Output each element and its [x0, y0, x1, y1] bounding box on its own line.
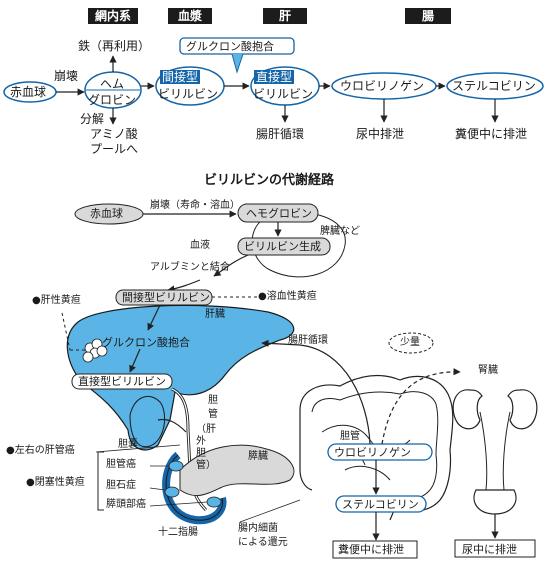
bottom-intestine-bile-label: 胆管 [340, 431, 360, 442]
bottom-hemolytic-label: ●溶血性黄疸 [258, 291, 317, 302]
urinary-bottom-node [454, 539, 536, 558]
top-glucuronide-label: グルクロン酸抱合 [186, 40, 274, 53]
obstruction-site-1 [168, 460, 184, 472]
top-amino-label-2: プールへ [90, 142, 139, 156]
urobilinogen-bottom-node [327, 443, 433, 461]
leader-cause-3 [149, 501, 208, 507]
bottom-bacteria-label-2: による還元 [238, 537, 288, 548]
bottom-cause-2: 胆石症 [106, 480, 136, 491]
bottom-bile-duct-label-1: 胆 [208, 395, 218, 406]
bile-duct-inner [171, 388, 207, 511]
bottom-hemoglobin-label: ヘモグロビン [246, 207, 312, 220]
bottom-small-amount-label: 少量 [400, 337, 420, 348]
bottom-diagram [61, 203, 538, 559]
colon-inner [311, 391, 439, 500]
top-direct-label-2: ビリルビン [253, 87, 314, 101]
colon-shape [299, 374, 454, 521]
top-decomposition-label: 分解 [80, 112, 105, 126]
bottom-hepatic-cancer-label: ●左右の肝管癌 [6, 445, 75, 456]
bottom-liver-label: 肝臓 [205, 309, 225, 320]
direct-bottom-node [71, 373, 173, 390]
kidney-right [507, 389, 538, 430]
gallbladder-shape [129, 395, 166, 448]
bottom-fecal-label: 糞便中に排泄 [338, 543, 404, 556]
top-urinary-label: 尿中排泄 [356, 127, 405, 141]
top-amino-label-1: アミノ酸 [90, 127, 138, 141]
leader-cause-2 [149, 487, 166, 491]
ureters [479, 411, 511, 491]
arrow-blood [213, 254, 249, 277]
top-indirect-label-1: 間接型 [160, 70, 201, 84]
bottom-spleen-label: 脾臓など [320, 226, 360, 237]
stercobilin-bottom-node [335, 495, 427, 513]
bili-gen-node [237, 237, 331, 256]
hepatocellular-leader [61, 312, 71, 351]
obstructive-bracket [97, 451, 104, 511]
stage-tag-reticuloendothelial: 網内系 [88, 8, 138, 24]
cystic-duct [157, 418, 187, 433]
top-iron-label: 鉄（再利用） [78, 39, 151, 53]
bottom-gallbladder-label: 胆嚢 [118, 439, 138, 450]
bottom-extrahepatic-label: （肝外胆管） [196, 424, 216, 471]
top-stercobilin-label: ステルコビリン [452, 79, 536, 93]
bottom-cause-1: 胆管癌 [106, 459, 136, 470]
bottom-rbc-label: 赤血球 [90, 207, 123, 220]
bottom-glucuronide-label: グルクロン酸抱合 [102, 336, 190, 349]
bottom-albumin-label: アルブミンと結合 [150, 262, 230, 273]
bottom-blood-label: 血液 [190, 240, 210, 251]
enterohepatic-loop [261, 339, 371, 445]
bottom-bili-gen-label: ビリルビン生成 [244, 240, 321, 253]
fecal-bottom-node [332, 540, 418, 559]
glucuronide-pointer [231, 53, 244, 74]
small-amount-bubble [388, 332, 434, 354]
bottom-pancreas-label: 膵臓 [248, 451, 268, 462]
stage-tag-plasma: 血漿 [168, 8, 212, 24]
bottom-bacteria-label-1: 腸内細菌 [238, 523, 278, 534]
stage-tag-intestine: 腸 [405, 8, 451, 24]
top-globin-label: グロビン [88, 93, 137, 107]
top-rbc-label: 赤血球 [10, 85, 47, 99]
arrow-glucuronide-direct [129, 348, 141, 373]
top-fecal-label: 糞便中に排泄 [455, 127, 528, 141]
top-urobilinogen-label: ウロビリノゲン [340, 79, 425, 93]
top-enterohepatic-label: 腸肝循環 [256, 127, 305, 141]
top-heme-label: ヘム [100, 77, 125, 91]
pancreas-shape [179, 444, 295, 497]
bottom-stercobilin-label: ステルコビリン [342, 498, 419, 511]
duodenum-outline [165, 454, 224, 521]
stage-tag-liver: 肝 [263, 8, 307, 24]
hepatocyte-cluster [82, 338, 108, 363]
kidney-left [452, 389, 483, 430]
bottom-enterohepatic-label: 腸肝循環 [288, 335, 328, 346]
bottom-urobilinogen-label: ウロビリノゲン [334, 446, 411, 459]
bottom-hepatocellular-label: ●肝性黄疸 [32, 295, 81, 306]
top-schematic [3, 37, 544, 125]
bottom-indirect-label: 間接型ビリルビン [122, 291, 210, 304]
bottom-bile-duct-label-2: 管 [208, 409, 218, 420]
obstruction-site-2 [164, 486, 180, 498]
bottom-title: ビリルビンの代謝経路 [204, 173, 335, 188]
arrow-indirect-liver [147, 304, 161, 331]
top-indirect-label-2: ビリルビン [158, 87, 219, 101]
obstruction-site-3 [206, 496, 222, 508]
bottom-cause-3: 膵頭部癌 [106, 499, 146, 510]
leader-hepatic-cancer [95, 444, 181, 453]
top-direct-label-1: 直接型 [254, 70, 295, 84]
bottom-duodenum-label: 十二指腸 [158, 527, 198, 538]
bottom-obstructive-label: ●閉塞性黄疸 [26, 477, 85, 488]
colon-left [299, 410, 313, 491]
top-hemolysis-label: 崩壊 [54, 69, 79, 83]
arrow-albumin [167, 279, 201, 293]
bladder [473, 489, 517, 515]
bacteria-leader [239, 499, 301, 523]
bottom-urinary-label: 尿中に排泄 [462, 543, 517, 556]
bottom-kidney-label: 腎臓 [478, 365, 498, 376]
bottom-hemolysis-label: 崩壊（寿命・溶血） [150, 200, 240, 211]
bottom-direct-label: 直接型ビリルビン [78, 375, 166, 388]
small-amount-path [381, 368, 461, 445]
